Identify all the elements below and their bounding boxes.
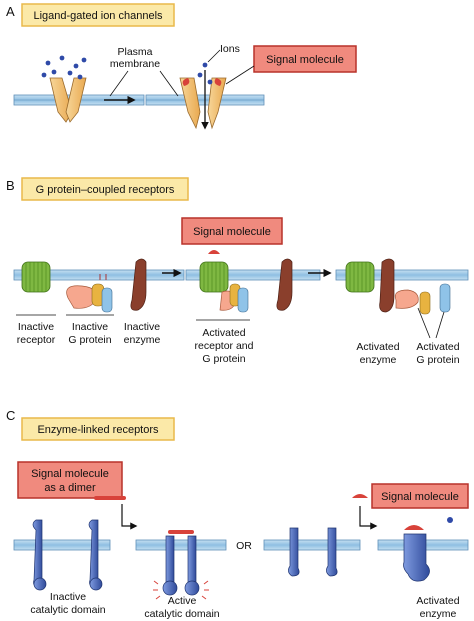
inactive-enzyme-label: Inactive enzyme [124,321,161,346]
svg-text:Inactive: Inactive [18,321,54,333]
svg-text:catalytic domain: catalytic domain [144,608,219,620]
ions-cluster-left [41,55,87,80]
activated-receptor-shape [199,250,249,313]
svg-text:Inactive: Inactive [124,321,160,333]
panel-a-title: Ligand-gated ion channels [33,10,163,22]
svg-text:Activated: Activated [202,327,245,339]
inactive-domain-label: Inactive catalytic domain [30,591,105,616]
svg-text:G protein: G protein [416,354,459,366]
inactive-receptor-label: Inactive receptor [16,314,56,346]
activated-enzyme-label-c: Activated enzyme [416,595,459,620]
signal-molecule-box-a: Signal molecule [225,45,357,85]
ions-label: Ions [207,43,240,63]
signal-molecule-box-b: Signal molecule [181,217,283,245]
closed-ion-channel [49,77,87,123]
svg-text:Activated: Activated [416,595,459,607]
svg-text:as a dimer: as a dimer [44,482,96,494]
svg-text:Plasma: Plasma [117,46,152,58]
svg-text:Activated: Activated [416,341,459,353]
activated-receptor-label: Activated receptor and G protein [195,319,254,365]
svg-text:receptor and: receptor and [195,340,254,352]
svg-text:Signal molecule: Signal molecule [266,54,344,66]
panel-b-title-box: G protein–coupled receptors [21,177,189,201]
activated-complex-shape [345,258,451,315]
active-catalytic-receptors [153,530,209,600]
signal-molecule-box-c: Signal molecule [371,483,469,509]
svg-text:Inactive: Inactive [50,591,86,603]
inactive-enzyme-receptors-c [288,527,338,577]
svg-text:Signal molecule: Signal molecule [193,226,271,238]
svg-text:G protein: G protein [202,353,245,365]
signal-dimer-box: Signal molecule as a dimer [17,461,123,499]
inactive-receptor-shape [21,261,51,293]
svg-text:Active: Active [168,595,197,607]
svg-text:receptor: receptor [17,334,56,346]
inactive-g-protein-shape [66,274,113,313]
svg-text:Activated: Activated [356,341,399,353]
activated-g-protein-label: Activated G protein [416,307,460,366]
inactive-g-protein-label: Inactive G protein [66,314,114,346]
inactive-enzyme-shape [130,258,147,311]
arrow-c-2 [359,506,378,530]
open-ion-channel [179,77,227,130]
activated-enzyme-label: Activated enzyme [356,341,399,366]
svg-text:membrane: membrane [110,58,160,70]
svg-text:Signal molecule: Signal molecule [381,491,459,503]
svg-text:Inactive: Inactive [72,321,108,333]
panel-a-letter: A [6,4,15,19]
svg-text:catalytic domain: catalytic domain [30,604,105,616]
panel-b-title: G protein–coupled receptors [36,184,175,196]
svg-text:enzyme: enzyme [124,334,161,346]
active-domain-label: Active catalytic domain [144,595,219,620]
panel-c-title-box: Enzyme-linked receptors [21,417,175,441]
panel-b-letter: B [6,178,15,193]
arrow-c-1 [121,504,138,530]
activated-enzyme-shape [403,517,453,582]
svg-text:G protein: G protein [68,334,111,346]
plasma-membrane-label: Plasma membrane [109,46,179,97]
svg-text:enzyme: enzyme [360,354,397,366]
svg-text:Ions: Ions [220,43,240,55]
inactive-catalytic-receptors [32,519,103,591]
ions-flowing [197,62,213,85]
membrane-b [13,269,469,281]
svg-text:enzyme: enzyme [420,608,457,620]
inactive-enzyme-shape-2 [276,258,293,311]
or-label: OR [236,540,252,552]
panel-c-letter: C [6,408,15,423]
single-ligand [352,494,368,498]
panel-c-title: Enzyme-linked receptors [37,424,159,436]
svg-text:Signal molecule: Signal molecule [31,468,109,480]
panel-a-title-box: Ligand-gated ion channels [21,3,175,27]
